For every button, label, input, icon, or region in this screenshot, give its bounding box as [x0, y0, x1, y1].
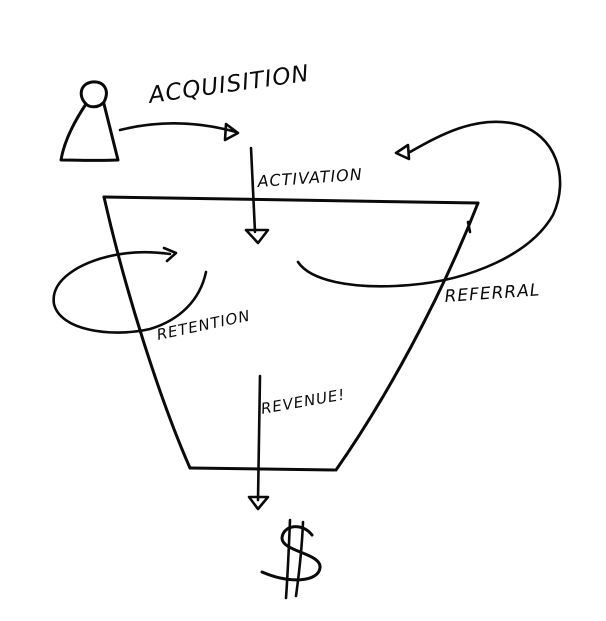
person-icon — [59, 80, 120, 162]
revenue-label: REVENUE! — [260, 385, 347, 418]
acquisition-label: ACQUISITION — [145, 61, 311, 110]
retention-label: RETENTION — [155, 306, 252, 343]
referral-label: REFERRAL — [444, 280, 541, 307]
dollar-icon — [260, 518, 322, 600]
revenue-arrow — [247, 374, 270, 511]
funnel-shape — [102, 195, 480, 472]
referral-loop — [296, 120, 562, 288]
activation-label: ACTIVATION — [256, 165, 363, 191]
activation-arrow — [244, 146, 270, 245]
acquisition-arrow — [118, 122, 240, 142]
retention-loop — [52, 246, 208, 334]
